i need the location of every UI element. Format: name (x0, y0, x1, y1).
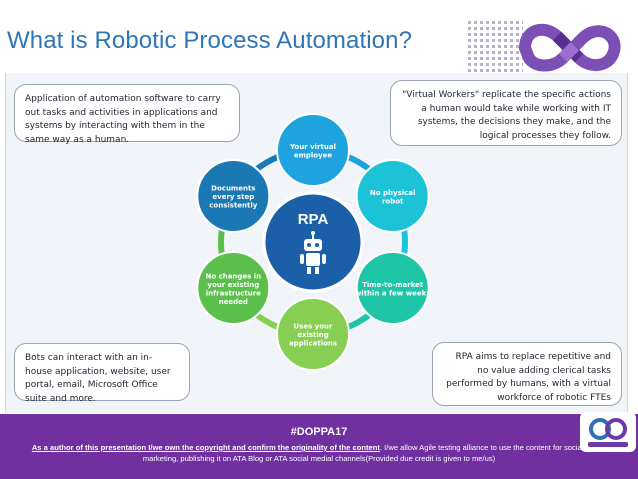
cycle-node (196, 159, 271, 233)
cycle-node-label: Your virtual (289, 143, 336, 151)
robot-icon (300, 231, 326, 274)
conference-logo-icon (580, 412, 636, 452)
callout-definition: Application of automation software to ca… (14, 84, 240, 145)
rpa-center-label: RPA (298, 211, 329, 228)
cycle-node (355, 159, 430, 233)
cycle-node-label: No changes in (205, 272, 261, 280)
cycle-node (276, 297, 350, 371)
slide-title: What is Robotic Process Automation? (7, 27, 413, 54)
cycle-node-label: your existing (207, 281, 259, 289)
cycle-node (355, 251, 430, 325)
callout-bots-interact: Bots can interact with an in-house appli… (14, 343, 190, 404)
cycle-node-label: needed (219, 298, 248, 306)
cycle-node-label: Time-to-market (362, 281, 424, 289)
cycle-node (276, 113, 350, 187)
cycle-node-label: infrastructure (206, 289, 261, 297)
cycle-node-label: every step (212, 193, 254, 201)
cycle-node-label: robot (382, 197, 404, 205)
callout-rpa-aims: RPA aims to replace repetitive and no va… (432, 342, 622, 406)
cycle-node-label: applications (289, 340, 337, 348)
cycle-node-label: No physical (370, 189, 416, 197)
cycle-node-label: Documents (211, 185, 255, 193)
cycle-node-label: employee (294, 151, 333, 159)
callout-virtual-workers: "Virtual Workers" replicate the specific… (390, 80, 622, 146)
footer-hashtag: #DOPPA17 (290, 426, 348, 438)
cycle-node-label: within a few weeks (355, 289, 431, 297)
footer-copyright-underlined: As a author of this presentation I/we ow… (31, 443, 380, 452)
footer-copyright-rest: . I/we allow Agile testing alliance to u… (142, 443, 607, 463)
footer-copyright: As a author of this presentation I/we ow… (14, 442, 624, 464)
cycle-node-label: Uses your (293, 323, 333, 331)
cycle-node-label: existing (297, 331, 329, 339)
infinity-logo-icon (467, 18, 621, 78)
cycle-node-label: consistently (209, 202, 257, 210)
cycle-node (196, 251, 271, 325)
footer-bar: #DOPPA17 As a author of this presentatio… (0, 414, 638, 479)
